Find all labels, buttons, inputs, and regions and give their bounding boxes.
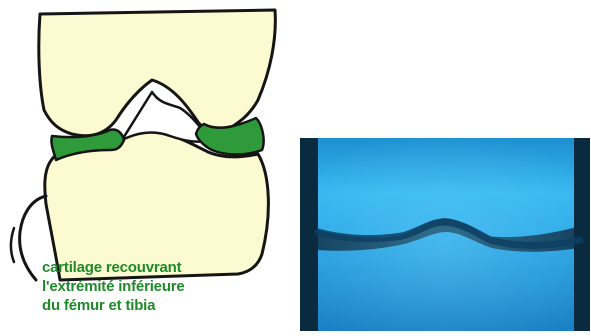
knee-diagram — [11, 10, 275, 280]
knee-xray-image — [300, 138, 590, 331]
caption-line-3: du fémur et tibia — [42, 296, 272, 315]
cartilage-caption: cartilage recouvrant l'extrémité inférie… — [42, 258, 272, 315]
caption-line-2: l'extrémité inférieure — [42, 277, 272, 296]
outline-stroke — [11, 228, 14, 262]
caption-line-1: cartilage recouvrant — [42, 258, 272, 277]
